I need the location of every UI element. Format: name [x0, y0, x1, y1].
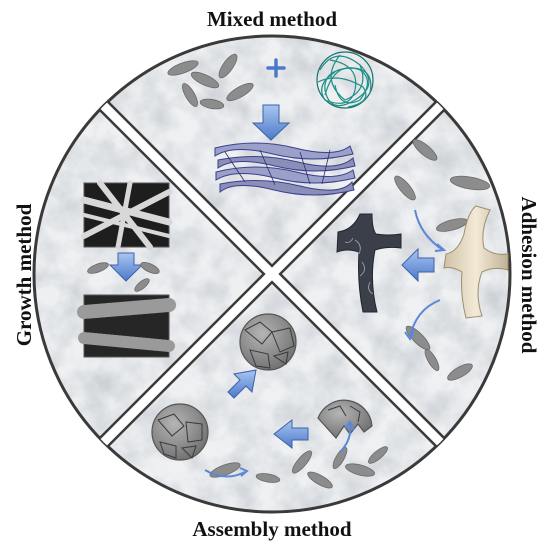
- growth-method-panel: Growth method: [12, 180, 176, 358]
- bare-fiber-icon: [443, 205, 509, 319]
- layered-composite-icon: [214, 142, 356, 196]
- graphene-flakes: [87, 262, 160, 292]
- quadrant-separator: [75, 77, 469, 471]
- block-arrow-icon: [108, 252, 144, 282]
- partial-sphere-icon: [151, 403, 209, 461]
- polymer-network-icon: [316, 51, 374, 109]
- graphene-flakes: [167, 53, 254, 110]
- graphene-flakes: [209, 446, 388, 489]
- flake-shell-icon: [317, 399, 373, 439]
- plus-icon: [266, 58, 286, 78]
- sem-grown-fibers-image: [77, 294, 176, 358]
- adhesion-method-panel: Adhesion method: [336, 139, 541, 381]
- growth-method-label: Growth method: [12, 203, 36, 346]
- graphene-flakes: [394, 139, 491, 381]
- block-arrow-icon: [401, 247, 435, 283]
- curved-arrow-icon: [404, 209, 447, 341]
- mixed-method-label: Mixed method: [207, 7, 337, 31]
- adhesion-method-label: Adhesion method: [517, 197, 541, 354]
- coated-fiber-icon: [336, 213, 402, 313]
- block-arrow-icon: [251, 104, 291, 141]
- curved-arrow-icon: [204, 420, 355, 478]
- assembled-sphere-icon: [239, 313, 297, 371]
- assembly-method-label: Assembly method: [192, 517, 352, 541]
- sem-fibers-image: [80, 180, 173, 250]
- block-arrow-icon: [227, 369, 257, 399]
- assembly-method-panel: Assembly method: [151, 313, 388, 541]
- block-arrow-icon: [273, 418, 309, 450]
- mixed-method-panel: Mixed method: [167, 7, 374, 196]
